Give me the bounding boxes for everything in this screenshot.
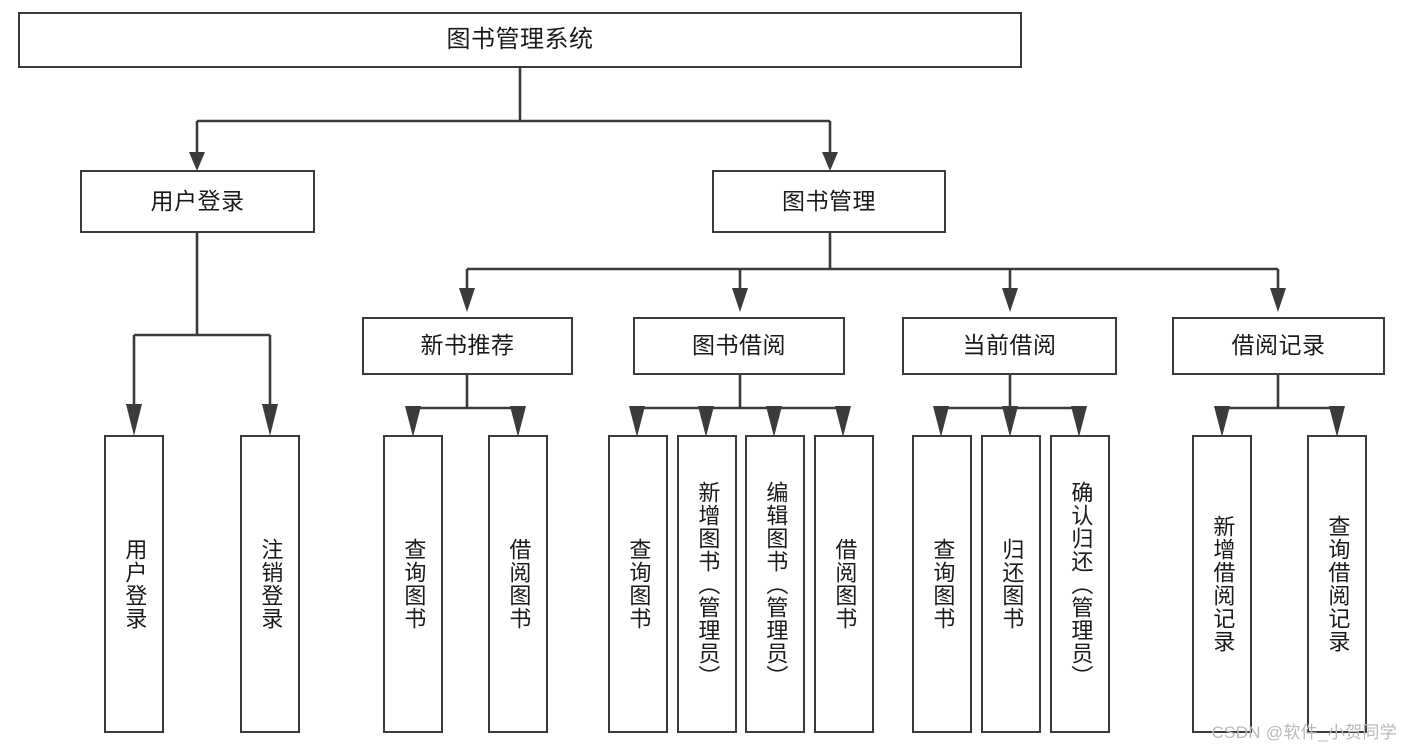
node-current-borrow-label: 当前借阅 <box>962 332 1057 359</box>
leaf-user-login-label: 用户登录 <box>122 538 148 630</box>
node-book-manage[interactable]: 图书管理 <box>712 170 946 233</box>
leaf-query-book-2-label: 查询图书 <box>626 538 652 630</box>
leaf-add-book[interactable]: 新增图书（管理员） <box>677 435 737 733</box>
watermark: CSDN @软件_小贺同学 <box>1211 723 1397 742</box>
leaf-logout-login[interactable]: 注销登录 <box>240 435 300 733</box>
leaf-edit-book[interactable]: 编辑图书（管理员） <box>745 435 805 733</box>
leaf-confirm-return-label: 确认归还（管理员） <box>1068 480 1094 688</box>
node-user-login[interactable]: 用户登录 <box>80 170 315 233</box>
leaf-query-book-1[interactable]: 查询图书 <box>383 435 443 733</box>
leaf-add-book-label: 新增图书（管理员） <box>695 480 721 688</box>
leaf-query-record[interactable]: 查询借阅记录 <box>1307 435 1367 733</box>
node-book-borrow-label: 图书借阅 <box>692 332 786 359</box>
leaf-query-record-label: 查询借阅记录 <box>1325 515 1351 653</box>
node-new-book-recommend-label: 新书推荐 <box>420 332 515 359</box>
leaf-query-book-3-label: 查询图书 <box>930 538 956 630</box>
leaf-borrow-book-1[interactable]: 借阅图书 <box>488 435 548 733</box>
leaf-borrow-book-2[interactable]: 借阅图书 <box>814 435 874 733</box>
leaf-query-book-1-label: 查询图书 <box>401 538 427 630</box>
leaf-confirm-return[interactable]: 确认归还（管理员） <box>1050 435 1110 733</box>
leaf-borrow-book-1-label: 借阅图书 <box>506 538 532 630</box>
leaf-logout-login-label: 注销登录 <box>258 538 284 630</box>
leaf-add-record[interactable]: 新增借阅记录 <box>1192 435 1252 733</box>
node-borrow-record-label: 借阅记录 <box>1231 332 1326 359</box>
leaf-edit-book-label: 编辑图书（管理员） <box>763 480 789 688</box>
node-root[interactable]: 图书管理系统 <box>18 12 1022 68</box>
leaf-add-record-label: 新增借阅记录 <box>1210 515 1236 653</box>
node-book-manage-label: 图书管理 <box>782 187 876 214</box>
node-borrow-record[interactable]: 借阅记录 <box>1172 317 1385 375</box>
node-new-book-recommend[interactable]: 新书推荐 <box>362 317 573 375</box>
node-user-login-label: 用户登录 <box>150 187 245 214</box>
node-current-borrow[interactable]: 当前借阅 <box>902 317 1117 375</box>
leaf-query-book-3[interactable]: 查询图书 <box>912 435 972 733</box>
leaf-return-book-label: 归还图书 <box>999 538 1025 630</box>
leaf-return-book[interactable]: 归还图书 <box>981 435 1041 733</box>
node-book-borrow[interactable]: 图书借阅 <box>633 317 845 375</box>
leaf-borrow-book-2-label: 借阅图书 <box>832 538 858 630</box>
leaf-query-book-2[interactable]: 查询图书 <box>608 435 668 733</box>
leaf-user-login[interactable]: 用户登录 <box>104 435 164 733</box>
node-root-label: 图书管理系统 <box>446 25 594 53</box>
